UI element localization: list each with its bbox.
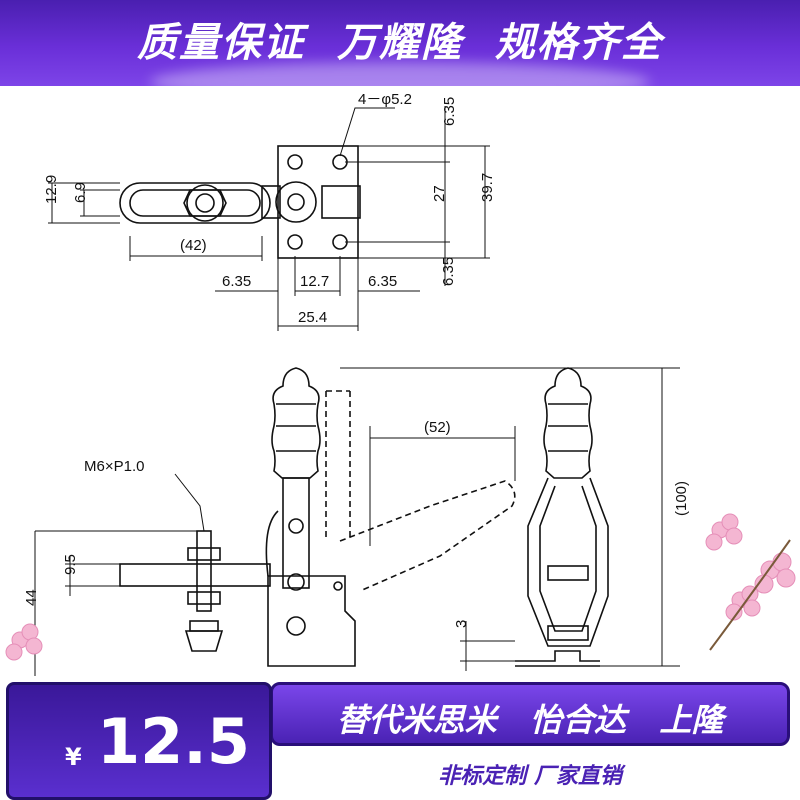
dim-42: (42): [180, 237, 207, 254]
slogan-banner: 替代米思米 怡合达 上隆: [270, 682, 790, 746]
currency-symbol: ¥: [65, 743, 82, 771]
dim-6-35-right: 6.35: [368, 273, 397, 290]
lower-dimension-lines: [34, 367, 680, 676]
top-banner: 质量保证 万耀隆 规格齐全: [0, 0, 800, 86]
dim-25-4: 25.4: [298, 309, 327, 326]
thread-spec: M6×P1.0: [84, 458, 144, 475]
banner-title: 质量保证 万耀隆 规格齐全: [137, 20, 663, 66]
dim-39-7: 39.7: [479, 173, 496, 202]
front-view: [119, 367, 516, 667]
flower-decoration-right: [705, 513, 796, 651]
dim-52: (52): [424, 419, 451, 436]
dim-6-35-bottom: 6.35: [440, 257, 457, 286]
dim-12-7: 12.7: [300, 273, 329, 290]
bottom-bar: 替代米思米 怡合达 上隆 ¥ 12.5 非标定制 厂家直销: [0, 676, 800, 800]
flower-decoration-left: [5, 623, 43, 661]
dim-44: 44: [23, 589, 40, 606]
price-amount: 12.5: [97, 705, 250, 778]
top-view: [119, 145, 361, 259]
top-dimension-lines: [48, 106, 490, 331]
sub-slogan: 非标定制 厂家直销: [438, 764, 622, 789]
price-box: ¥ 12.5: [6, 682, 272, 800]
dim-27: 27: [431, 185, 448, 202]
hole-note: 4－φ5.2: [358, 91, 412, 108]
dim-3: 3: [453, 620, 470, 628]
dim-6-35-left: 6.35: [222, 273, 251, 290]
dim-6-35-top: 6.35: [441, 97, 458, 126]
dim-9-5: 9.5: [62, 554, 79, 575]
side-view: [515, 367, 609, 667]
slogan-text: 替代米思米 怡合达 上隆: [336, 701, 724, 739]
clamp-drawing-svg: 4－φ5.2 12.9 6.9 (42) 6.35 12.7 6.35 25.4…: [23, 91, 690, 676]
dim-100: (100): [673, 481, 690, 516]
technical-drawing: 4－φ5.2 12.9 6.9 (42) 6.35 12.7 6.35 25.4…: [0, 86, 800, 676]
dim-12-9: 12.9: [43, 175, 60, 204]
dim-6-9: 6.9: [72, 182, 89, 203]
